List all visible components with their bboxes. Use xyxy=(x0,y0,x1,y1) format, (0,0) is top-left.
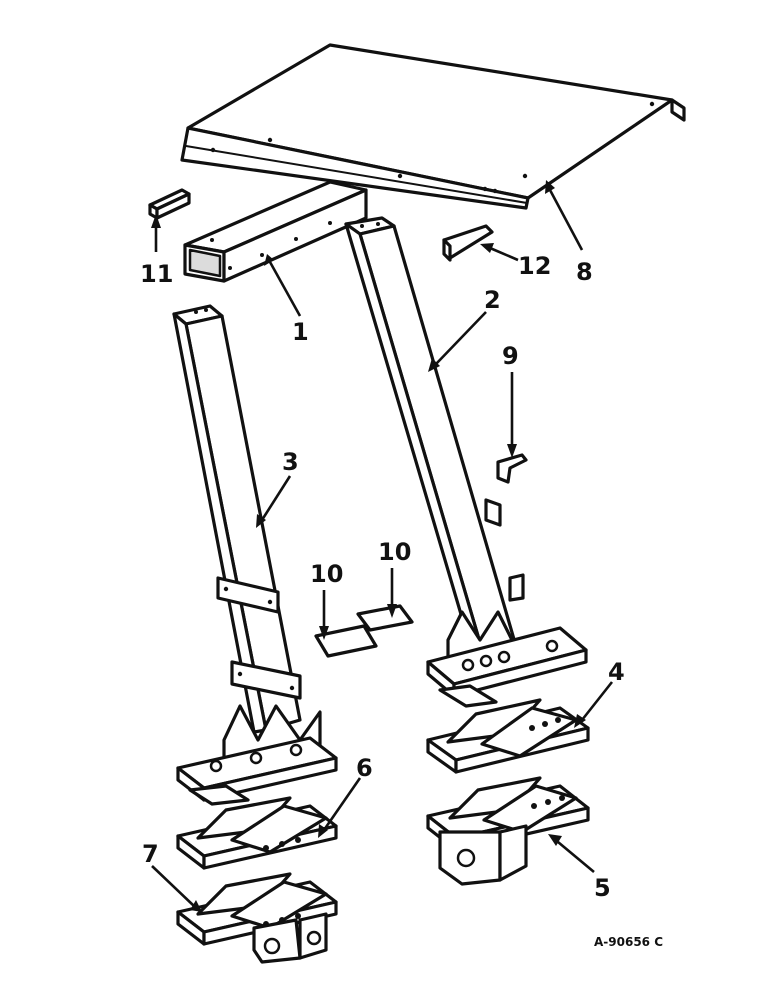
callout-2: 2 xyxy=(484,286,501,314)
brace-12 xyxy=(442,224,494,262)
callout-3: 3 xyxy=(282,448,299,476)
small-bracket-11 xyxy=(148,188,191,220)
callout-5: 5 xyxy=(594,874,611,902)
cross-beam xyxy=(183,180,368,283)
front-post xyxy=(172,304,338,806)
mount-7 xyxy=(176,872,338,964)
shim-10-left xyxy=(314,624,378,658)
canopy-top xyxy=(180,43,686,210)
callout-1: 1 xyxy=(292,318,309,346)
callout-6: 6 xyxy=(356,754,373,782)
callout-12: 12 xyxy=(518,252,551,280)
mount-4 xyxy=(426,698,590,774)
clip-9 xyxy=(496,453,528,484)
callout-7: 7 xyxy=(142,840,159,868)
shim-10-right xyxy=(356,604,414,632)
leader-lines xyxy=(151,180,614,912)
mount-6 xyxy=(176,796,338,870)
callout-8: 8 xyxy=(576,258,593,286)
callout-11: 11 xyxy=(140,260,173,288)
callout-10-left: 10 xyxy=(310,560,343,588)
callout-9: 9 xyxy=(502,342,519,370)
mount-5 xyxy=(426,776,590,886)
callout-10-right: 10 xyxy=(378,538,411,566)
callout-4: 4 xyxy=(608,658,625,686)
figure-code: A-90656 C xyxy=(594,935,663,949)
rear-post xyxy=(344,216,588,708)
